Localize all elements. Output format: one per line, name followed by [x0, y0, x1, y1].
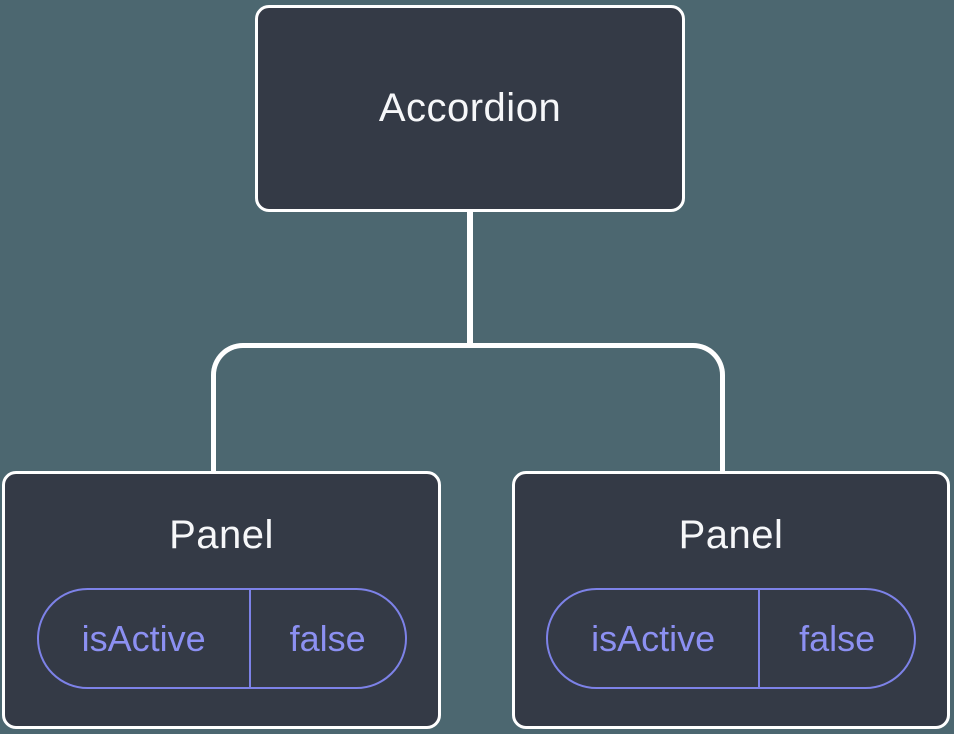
- state-value-left: false: [289, 617, 366, 659]
- state-key-right: isActive: [548, 590, 761, 687]
- node-label-panel-right: Panel: [678, 513, 784, 557]
- state-key-left: isActive: [39, 590, 251, 687]
- state-pill-left: isActive false: [36, 588, 407, 689]
- connector-branch-bracket: [211, 343, 725, 473]
- connector-root-stem: [467, 210, 473, 346]
- component-node-accordion: Accordion: [255, 5, 685, 212]
- state-value-right: false: [799, 617, 876, 659]
- state-pill-right: isActive false: [546, 588, 916, 689]
- node-label-panel-left: Panel: [169, 513, 274, 557]
- component-node-panel-left: Panel isActive false: [2, 471, 441, 729]
- node-label-accordion: Accordion: [378, 86, 562, 130]
- component-node-panel-right: Panel isActive false: [512, 471, 950, 729]
